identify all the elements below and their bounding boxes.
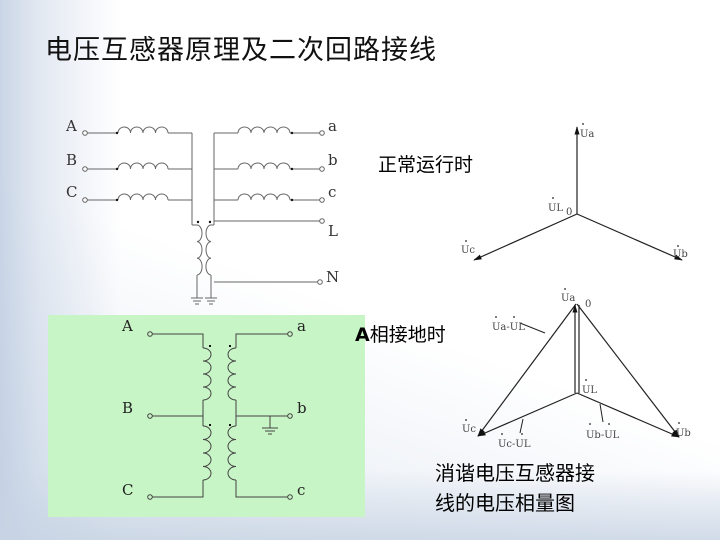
fault-label-origin: 0 xyxy=(585,299,591,310)
fault-label-ub: Ub xyxy=(676,428,691,439)
secondary-wiring xyxy=(205,126,320,298)
terminal-label-b: b xyxy=(328,151,338,169)
terminal-label-a: a xyxy=(328,117,337,135)
green-circuit-labels: A B C a b c xyxy=(121,317,307,499)
phasor-normal xyxy=(473,126,683,261)
green-label-a: a xyxy=(297,317,306,335)
green-circuit xyxy=(147,331,293,500)
fault-label-ua-ul: Ua-UL xyxy=(492,322,525,333)
caption-fault-text: 相接地时 xyxy=(369,324,446,346)
green-label-c: c xyxy=(297,481,305,499)
label-origin: 0 xyxy=(566,207,572,218)
label-ua: Ua xyxy=(580,129,594,140)
terminals xyxy=(82,130,325,285)
top-circuit xyxy=(82,126,325,305)
phasor-ul-uc xyxy=(477,392,578,437)
slide-title: 电压互感器原理及二次回路接线 xyxy=(45,35,437,66)
phasor-uc xyxy=(473,213,578,261)
green-label-B: B xyxy=(122,399,133,417)
ground-symbols-icon xyxy=(191,297,217,305)
phasor-ul-ub xyxy=(576,392,680,438)
phasor-ua-ub xyxy=(576,303,680,438)
caption-figure-line1: 消谐电压互感器接 xyxy=(435,461,595,485)
fault-label-ub-ul: Ub-UL xyxy=(586,430,620,441)
terminal-label-C: C xyxy=(66,183,77,201)
terminal-label-c: c xyxy=(328,183,336,201)
phasor-ua-uc xyxy=(477,303,577,437)
fault-label-uc: Uc xyxy=(462,424,476,435)
label-ub: Ub xyxy=(673,249,688,260)
caption-fault-phase: A xyxy=(355,324,370,346)
fault-label-ul: UL xyxy=(582,385,597,396)
polarity-dots xyxy=(115,131,294,224)
caption-fault: A相接地时 xyxy=(355,320,446,347)
top-circuit-labels: A B C a b c L N xyxy=(65,117,339,286)
phasor-ub xyxy=(576,213,683,261)
terminal-label-B: B xyxy=(66,151,77,169)
label-ul: UL xyxy=(548,203,563,214)
fault-label-ua: Ua xyxy=(561,293,575,304)
caption-normal: 正常运行时 xyxy=(378,154,474,176)
ground-icon xyxy=(262,416,278,435)
phasor-fault-labels: Ua 0 UL Uc Ub Ua-UL Uc-UL Ub-UL xyxy=(462,288,691,450)
phasor-fault xyxy=(477,303,680,438)
green-polarity-dots xyxy=(209,345,231,426)
terminal-label-N: N xyxy=(326,268,339,286)
caption-figure-line2: 线的电压相量图 xyxy=(435,491,575,515)
leader-lines xyxy=(519,322,604,434)
primary-wiring xyxy=(87,126,203,298)
phasor-normal-labels: Ua Ub Uc UL 0 xyxy=(461,123,688,260)
fault-label-uc-ul: Uc-UL xyxy=(498,439,531,450)
label-uc: Uc xyxy=(461,245,475,256)
terminal-label-A: A xyxy=(65,117,77,135)
green-label-b: b xyxy=(297,399,307,417)
terminal-label-L: L xyxy=(328,222,338,240)
green-label-A: A xyxy=(121,317,133,335)
green-terminals xyxy=(147,331,293,500)
green-label-C: C xyxy=(122,481,133,499)
